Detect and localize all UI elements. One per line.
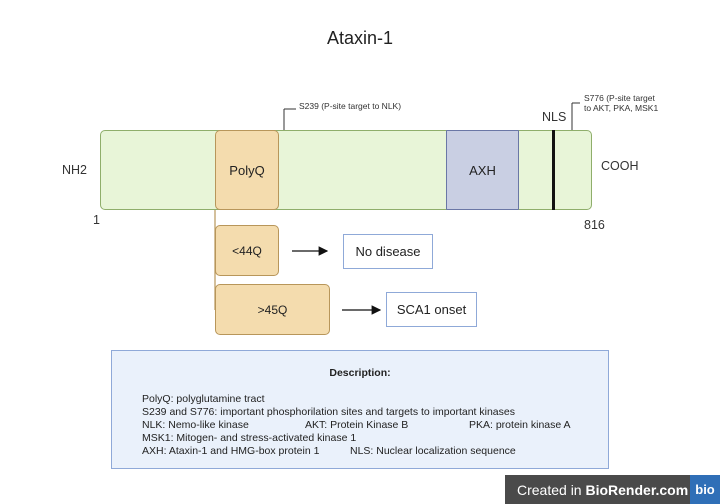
description-line: AKT: Protein Kinase B [305,419,409,431]
polyq-domain: PolyQ [215,130,279,210]
c-terminus-label: COOH [601,159,639,173]
description-line: PolyQ: polyglutamine tract [142,393,265,405]
description-heading: Description: [329,367,391,379]
description-line: NLK: Nemo-like kinase [142,419,249,431]
s239-label: S239 (P-site target to NLK) [299,101,402,111]
description-box: Description: PolyQ: polyglutamine tract … [111,350,609,469]
nls-label: NLS [542,110,567,124]
s776-label-line2: to AKT, PKA, MSK1 [584,103,659,113]
s776-label: S776 (P-site target to AKT, PKA, MSK1 [584,93,658,113]
description-line: S239 and S776: important phosphorilation… [142,406,515,418]
biorender-watermark: Created in BioRender.com bio [505,475,720,504]
description-line: NLS: Nuclear localization sequence [350,445,516,457]
diagram-title: Ataxin-1 [326,28,394,48]
outcome-no-disease: No disease [343,234,433,269]
repeat-box-short: <44Q [215,225,279,276]
axh-domain: AXH [446,130,519,210]
n-terminus-label: NH2 [62,163,88,177]
description-line: PKA: protein kinase A [469,419,571,431]
biorender-logo-icon: bio [690,475,720,504]
start-residue-label: 1 [93,213,100,227]
nls-marker [552,130,555,210]
description-line: MSK1: Mitogen- and stress-activated kina… [142,432,357,444]
repeat-box-long: >45Q [215,284,330,335]
end-residue-label: 816 [584,218,605,232]
s776-label-line1: S776 (P-site target [584,93,655,103]
description-line: AXH: Ataxin-1 and HMG-box protein 1 [142,445,320,457]
outcome-sca1-onset: SCA1 onset [386,292,477,327]
watermark-text: Created in BioRender.com [517,481,689,498]
